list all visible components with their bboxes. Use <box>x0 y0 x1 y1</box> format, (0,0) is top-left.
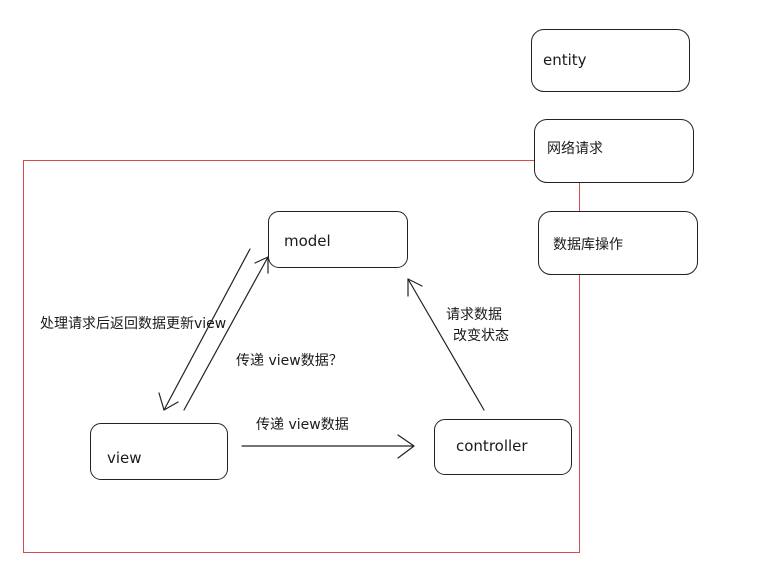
network-request-node: 网络请求 <box>534 119 694 183</box>
model-node: model <box>268 211 408 268</box>
edge-label-controller-to-model-line2: 改变状态 <box>453 328 509 344</box>
arrow-view-to-model <box>183 256 269 411</box>
controller-label: controller <box>456 437 528 455</box>
database-operation-node: 数据库操作 <box>538 211 698 275</box>
entity-label: entity <box>543 51 587 69</box>
entity-node: entity <box>531 29 690 92</box>
edge-label-view-to-model: 传递 view数据？ <box>236 353 343 369</box>
database-operation-label: 数据库操作 <box>553 237 623 253</box>
arrow-controller-to-model <box>407 278 485 411</box>
boundary-frame <box>23 160 580 553</box>
model-label: model <box>284 232 331 250</box>
edge-label-view-to-controller: 传递 view数据 <box>256 417 349 433</box>
edge-label-model-to-view: 处理请求后返回数据更新view <box>40 316 227 332</box>
view-node: view <box>90 423 228 480</box>
controller-node: controller <box>434 419 572 475</box>
arrow-view-to-controller <box>241 434 415 459</box>
network-request-label: 网络请求 <box>547 141 603 157</box>
edge-label-controller-to-model-line1: 请求数据 <box>446 307 502 323</box>
arrow-model-to-view <box>158 248 251 411</box>
view-label: view <box>107 449 142 467</box>
